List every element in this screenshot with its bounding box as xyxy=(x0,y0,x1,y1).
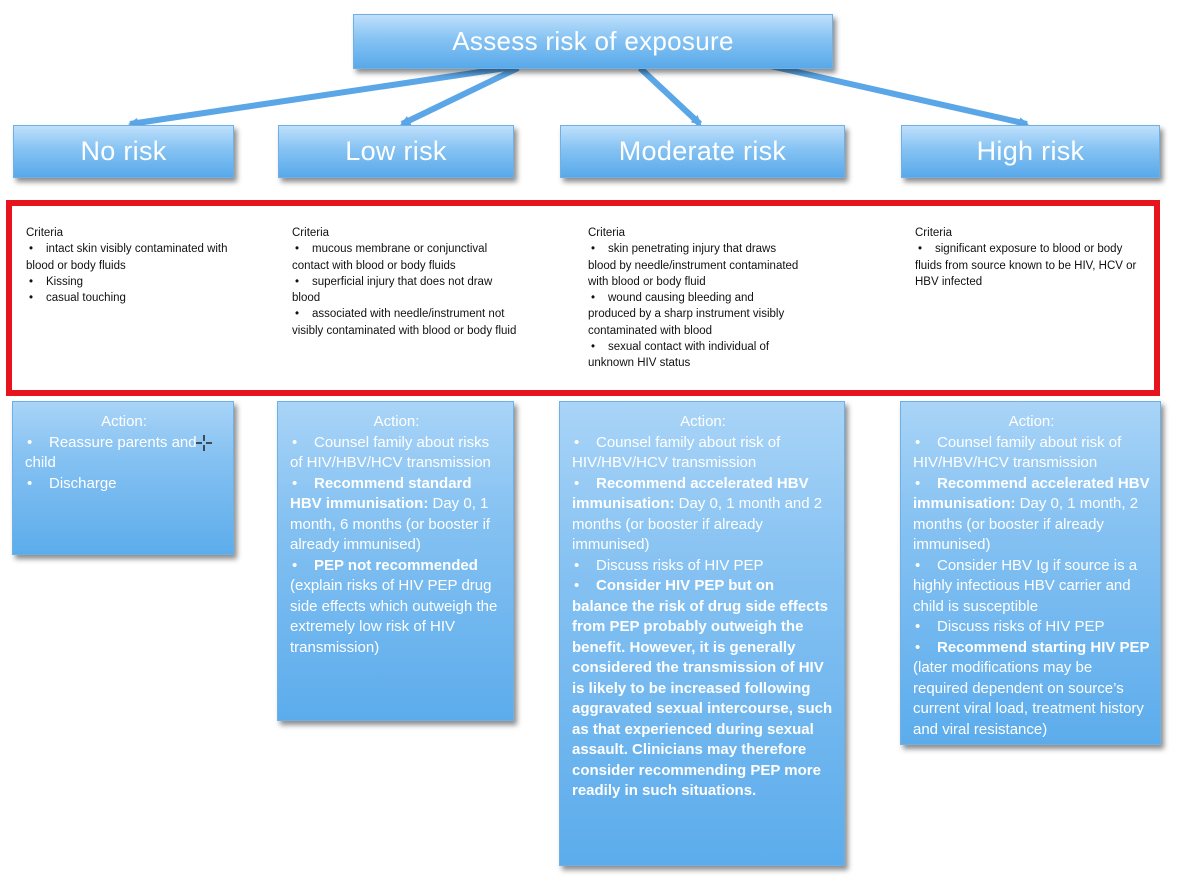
action-title: Action: xyxy=(1008,413,1055,430)
action-item: •Recommend accelerated HBV immunisation:… xyxy=(913,474,1150,554)
action-box-moderate-risk: Action: •Counsel family about risk of HI… xyxy=(559,401,845,866)
arrow-to-no-risk xyxy=(128,63,521,128)
arrow-to-high-risk xyxy=(761,61,1029,128)
criteria-highlight-panel: Criteria •intact skin visibly contaminat… xyxy=(6,200,1160,396)
criteria-item: •intact skin visibly contaminated with b… xyxy=(26,243,228,272)
moderate-risk-box: Moderate risk xyxy=(560,125,845,178)
no-risk-label: No risk xyxy=(80,136,167,166)
criteria-item: •casual touching xyxy=(29,292,126,305)
criteria-high-risk: Criteria •significant exposure to blood … xyxy=(915,225,1145,290)
low-risk-box: Low risk xyxy=(278,125,514,178)
action-item: •Recommend accelerated HBV immunisation:… xyxy=(572,474,823,554)
action-item: •Recommend starting HIV PEP (later modif… xyxy=(913,638,1150,738)
criteria-item: •significant exposure to blood or body f… xyxy=(915,243,1137,288)
action-title: Action: xyxy=(680,413,726,430)
no-risk-box: No risk xyxy=(13,125,234,178)
high-risk-box: High risk xyxy=(901,125,1160,178)
criteria-moderate-risk: Criteria •skin penetrating injury that d… xyxy=(588,225,804,372)
moderate-risk-label: Moderate risk xyxy=(618,136,787,166)
action-item: •PEP not recommended (explain risks of H… xyxy=(290,556,498,656)
connector-arrows xyxy=(128,61,1029,128)
criteria-item: •superficial injury that does not draw b… xyxy=(292,275,493,305)
action-item: •Discuss risks of HIV PEP xyxy=(915,618,1105,635)
action-title: Action: xyxy=(373,413,420,430)
arrow-to-low-risk xyxy=(400,65,520,127)
action-box-low-risk: Action: •Counsel family about risks of H… xyxy=(277,401,514,721)
high-risk-label: High risk xyxy=(976,136,1085,166)
criteria-title: Criteria xyxy=(26,227,64,239)
assess-risk-label: Assess risk of exposure xyxy=(452,26,734,56)
criteria-title: Criteria xyxy=(292,227,330,239)
criteria-item: •wound causing bleeding and produced by … xyxy=(588,292,785,337)
low-risk-label: Low risk xyxy=(345,136,447,166)
action-item: •Counsel family about risks of HIV/HBV/H… xyxy=(290,433,491,472)
criteria-low-risk: Criteria •mucous membrane or conjunctiva… xyxy=(292,225,520,339)
action-item: •Consider HBV Ig if source is a highly i… xyxy=(913,556,1138,615)
criteria-item: •associated with needle/instrument not v… xyxy=(292,308,517,337)
crosshair-cursor-icon xyxy=(196,435,212,451)
action-item: •Discharge xyxy=(27,474,117,492)
action-item: •Counsel family about risk of HIV/HBV/HC… xyxy=(913,433,1122,472)
action-item: •Recommend standard HBV immunisation: Da… xyxy=(290,474,491,554)
criteria-item: •skin penetrating injury that draws bloo… xyxy=(588,243,799,288)
action-item: •Discuss risks of HIV PEP xyxy=(574,556,764,574)
arrow-to-moderate-risk xyxy=(637,65,703,127)
criteria-title: Criteria xyxy=(588,227,626,239)
assess-risk-box: Assess risk of exposure xyxy=(353,14,833,69)
criteria-item: •Kissing xyxy=(29,275,84,288)
criteria-item: •mucous membrane or conjunctival contact… xyxy=(292,243,488,272)
criteria-title: Criteria xyxy=(915,227,953,239)
action-box-no-risk: Action: •Reassure parents and child •Dis… xyxy=(12,401,234,555)
action-item: •Counsel family about risk of HIV/HBV/HC… xyxy=(572,433,781,472)
criteria-item: •sexual contact with individual of unkno… xyxy=(588,341,770,370)
action-item: •Reassure parents and child xyxy=(25,433,197,472)
action-box-high-risk: Action: •Counsel family about risk of HI… xyxy=(900,401,1161,745)
criteria-no-risk: Criteria •intact skin visibly contaminat… xyxy=(26,225,238,306)
action-title: Action: xyxy=(101,413,147,430)
action-item: •Consider HIV PEP but on balance the ris… xyxy=(572,577,833,799)
